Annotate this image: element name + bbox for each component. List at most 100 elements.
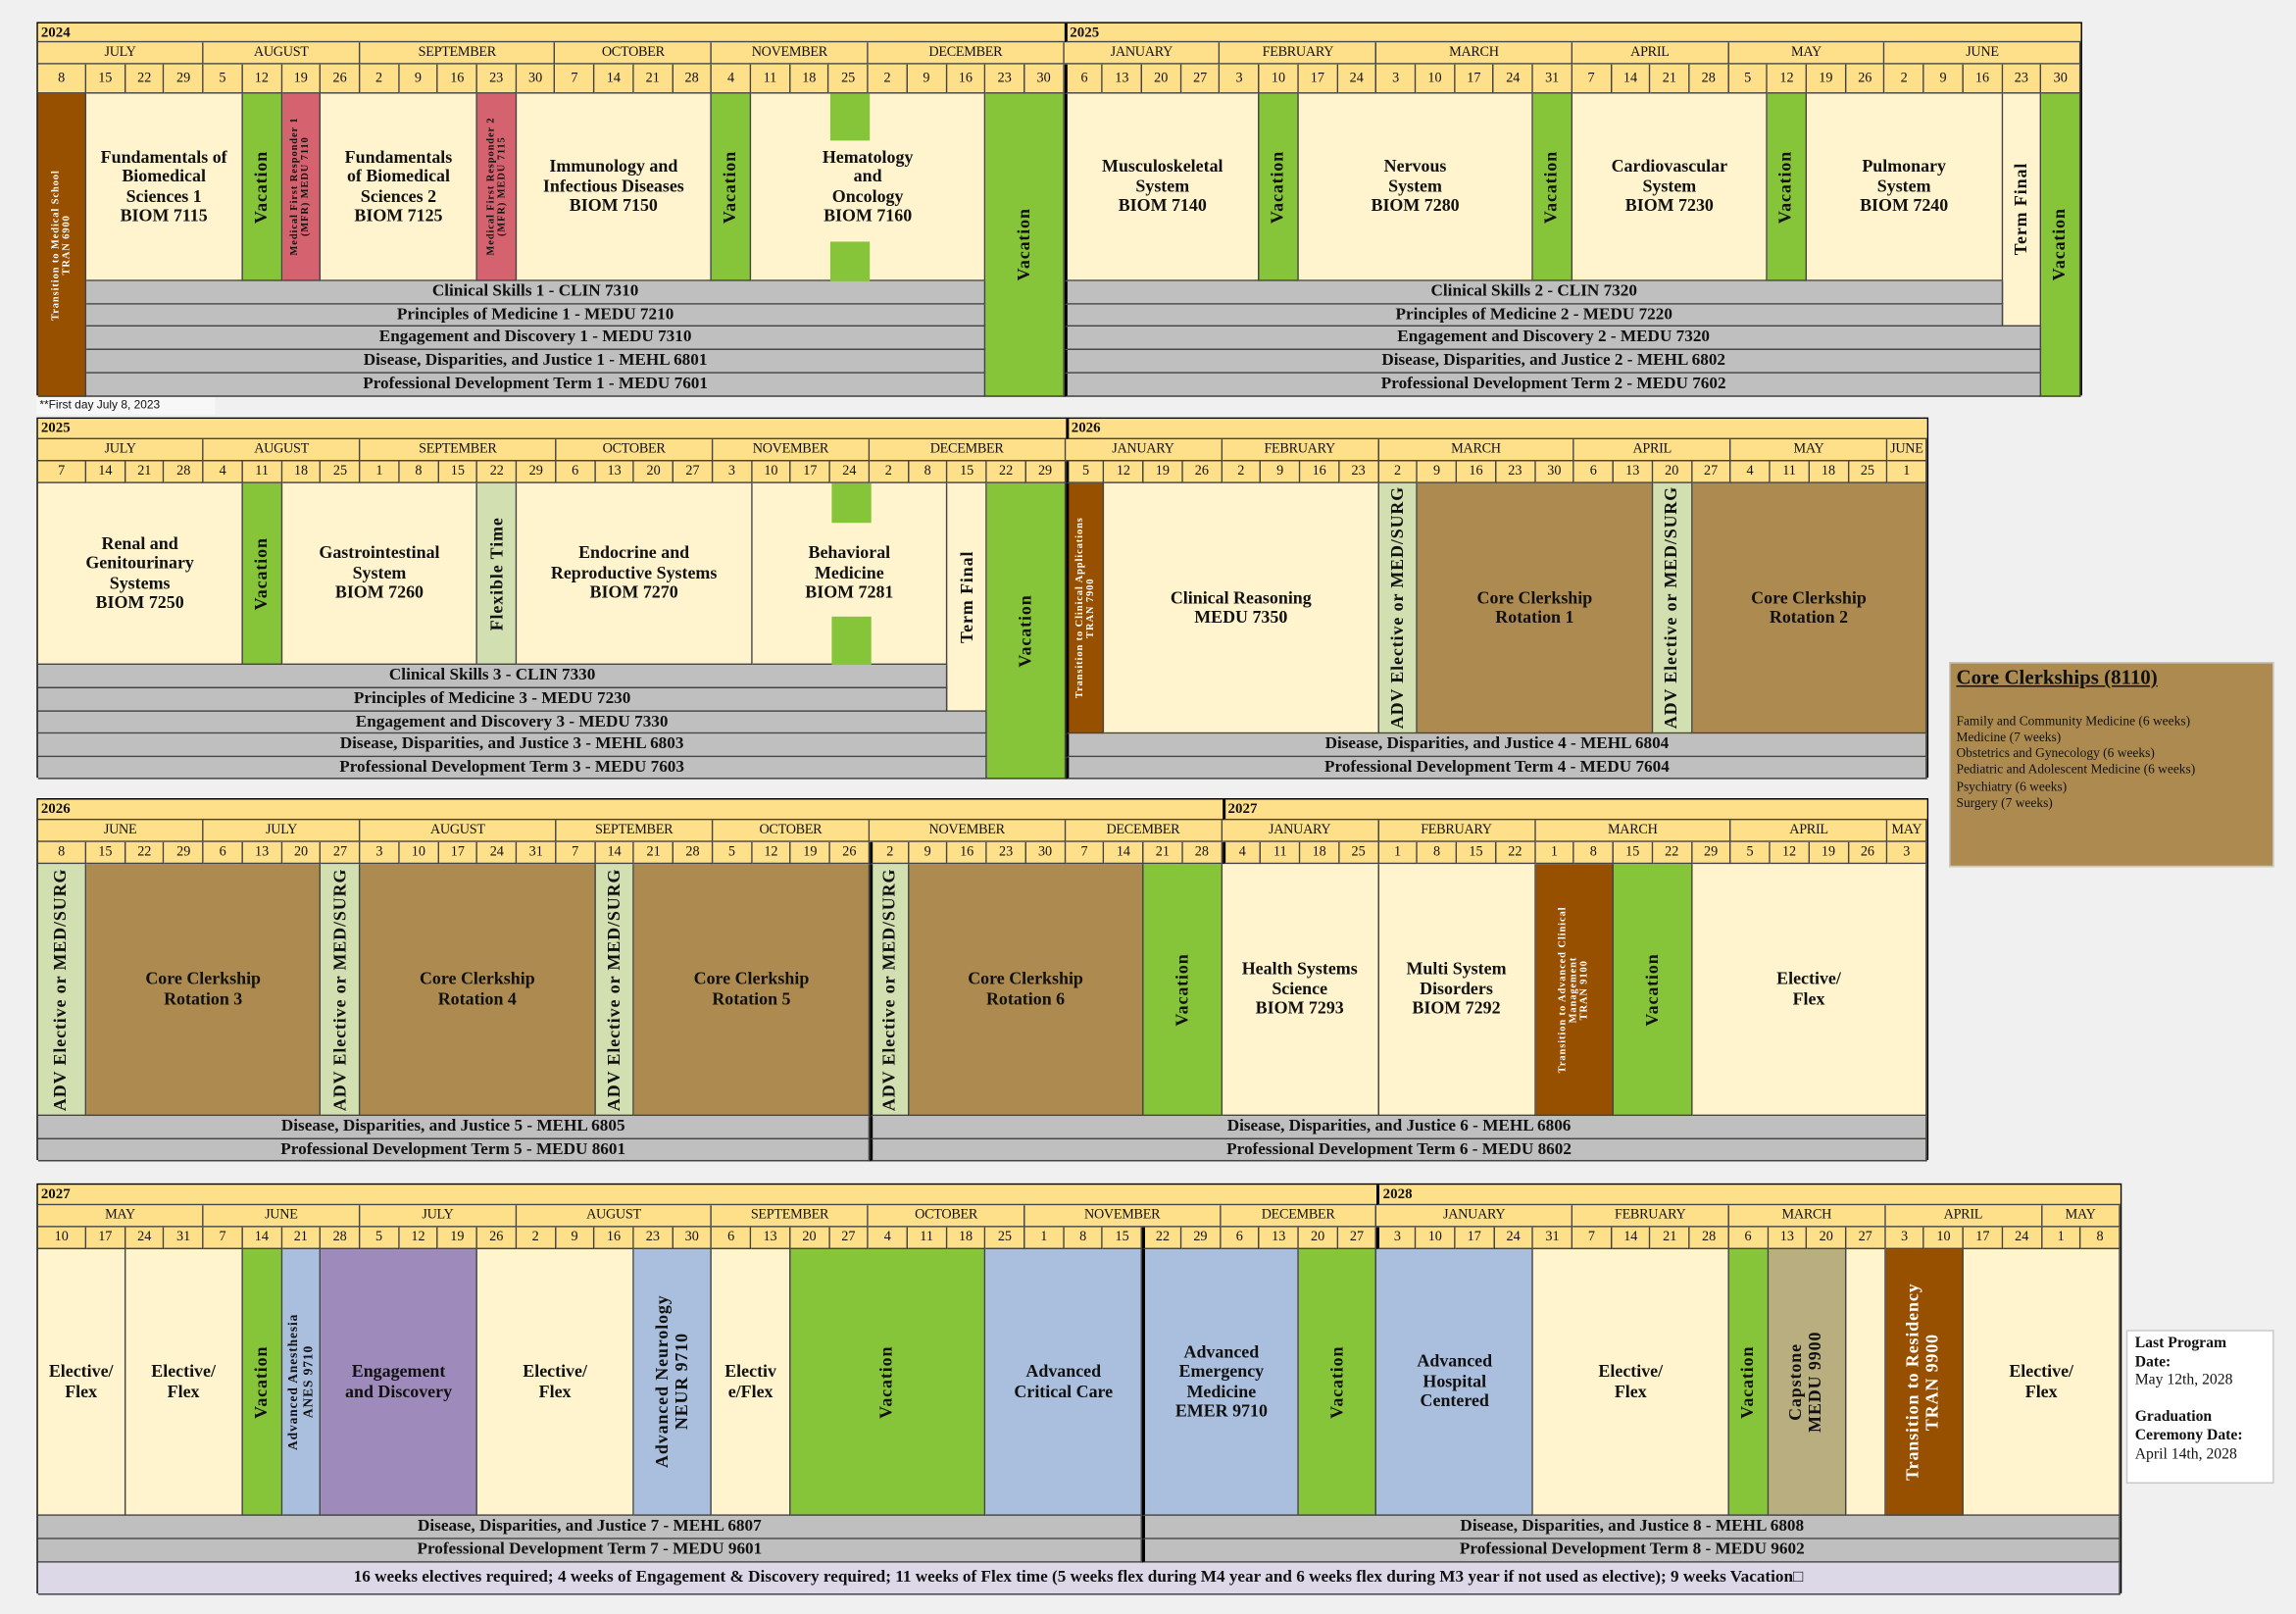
week-date: 8: [908, 461, 948, 483]
week-date-label: 11: [1782, 464, 1796, 479]
course-bar: Professional Development Term 6 - MEDU 8…: [870, 1139, 1927, 1162]
vacation-cell: Vacation: [242, 1249, 282, 1516]
week-date-label: 19: [1821, 844, 1836, 860]
adv-cell-label: ADV Elective or MED/SURG: [1660, 486, 1681, 730]
week-date: 1: [1887, 461, 1927, 483]
week-date-label: 12: [1116, 464, 1131, 479]
month-header-label: JULY: [266, 823, 298, 838]
month-header: JULY: [360, 1205, 517, 1228]
week-date-label: 24: [842, 464, 857, 479]
course-cell-label: Gastrointestinal System BIOM 7260: [319, 542, 440, 603]
week-date: 28: [673, 64, 713, 94]
month-header-label: JUNE: [1890, 442, 1923, 458]
requirements-note: 16 weeks electives required; 4 weeks of …: [37, 1562, 2121, 1595]
month-header: MARCH: [1378, 439, 1575, 462]
week-date-label: 15: [1115, 1230, 1129, 1245]
week-date-label: 12: [1779, 71, 1794, 86]
week-date: 5: [203, 64, 243, 94]
week-date-label: 1: [1040, 1230, 1048, 1245]
week-date-label: 4: [1238, 844, 1246, 860]
week-date: 20: [281, 841, 322, 865]
core-cell-label: Core Clerkship Rotation 6: [968, 968, 1083, 1009]
week-date: 28: [1689, 1227, 1729, 1250]
week-date-label: 24: [1349, 71, 1364, 86]
week-date-label: 28: [1701, 71, 1716, 86]
week-date: 15: [1457, 841, 1497, 865]
year-header-label: 2027: [40, 1185, 71, 1203]
month-header-label: MARCH: [1781, 1208, 1832, 1224]
month-header: JUNE: [1887, 439, 1927, 462]
week-date: 18: [281, 461, 322, 483]
week-date-label: 27: [1858, 1230, 1872, 1245]
week-date: 16: [947, 841, 987, 865]
week-date-label: 28: [685, 844, 700, 860]
month-header-label: APRIL: [1632, 442, 1672, 458]
month-header-label: OCTOBER: [602, 442, 666, 458]
month-header: AUGUST: [203, 439, 361, 462]
month-header: FEBRUARY: [1220, 42, 1377, 65]
course-cell-label: Electiv e/Flex: [724, 1360, 776, 1401]
week-date: 23: [986, 841, 1026, 865]
month-header-label: JANUARY: [1269, 823, 1331, 838]
week-date: 5: [713, 841, 753, 865]
week-date: 7: [1572, 1227, 1613, 1250]
week-date: 5: [1065, 461, 1105, 483]
week-date-label: 21: [137, 464, 152, 479]
week-date: 23: [1496, 461, 1536, 483]
week-date-label: 6: [727, 1230, 735, 1245]
week-date-label: 13: [763, 1230, 777, 1245]
legend-item: Pediatric and Adolescent Medicine (6 wee…: [1956, 762, 2196, 777]
week-date: 9: [1923, 64, 1964, 94]
week-date: 30: [1024, 64, 1065, 94]
week-date: 9: [399, 64, 439, 94]
advanced-cell-label: Advanced Emergency Medicine EMER 9710: [1174, 1340, 1268, 1421]
adv-cell-label: ADV Elective or MED/SURG: [1386, 486, 1407, 730]
month-header-label: DECEMBER: [929, 442, 1004, 458]
week-date-label: 14: [98, 464, 113, 479]
week-date-label: 7: [1080, 844, 1088, 860]
week-date-label: 7: [58, 464, 66, 479]
month-header: JANUARY: [1376, 1205, 1573, 1228]
week-date: 19: [791, 841, 831, 865]
week-date-label: 25: [1860, 464, 1875, 479]
week-date: 22: [986, 461, 1026, 483]
week-date: 3: [1887, 841, 1927, 865]
week-date: 20: [1142, 64, 1181, 94]
month-header: DECEMBER: [1065, 820, 1223, 842]
course-bar: Disease, Disparities, and Justice 3 - ME…: [37, 733, 987, 758]
week-date-label: 8: [1589, 844, 1597, 860]
week-date: 20: [1652, 461, 1692, 483]
week-date: 6: [1574, 461, 1615, 483]
year-header-label: 2024: [40, 24, 71, 41]
month-header: OCTOBER: [869, 1205, 1025, 1228]
week-date: 17: [1455, 64, 1495, 94]
month-header: DECEMBER: [868, 42, 1065, 65]
legend-item: Surgery (7 weeks): [1956, 794, 2053, 810]
week-date: 2: [870, 841, 909, 865]
course-cell: Immunology and Infectious Diseases BIOM …: [516, 93, 713, 281]
week-date: 25: [828, 64, 869, 94]
course-cell-label: Clinical Reasoning MEDU 7350: [1170, 586, 1312, 628]
last-program-label: Last Program Date:: [2134, 1336, 2227, 1371]
month-header: SEPTEMBER: [556, 820, 714, 842]
week-date-label: 15: [1625, 844, 1640, 860]
week-date: 11: [907, 1227, 947, 1250]
week-date-label: 10: [1427, 1230, 1442, 1245]
week-date: 6: [1064, 64, 1104, 94]
week-date: 28: [1689, 64, 1729, 94]
week-date: 6: [556, 461, 596, 483]
week-date: 6: [203, 841, 243, 865]
week-date: 16: [438, 64, 477, 94]
course-cell: Musculoskeletal System BIOM 7140: [1064, 93, 1260, 281]
week-date: 16: [946, 64, 986, 94]
week-date-label: 1: [1550, 844, 1558, 860]
adv-cell-label: ADV Elective or MED/SURG: [878, 868, 900, 1111]
course-bar-label: Engagement and Discovery 1 - MEDU 7310: [378, 328, 692, 346]
course-cell: Endocrine and Reproductive Systems BIOM …: [517, 482, 753, 666]
adv-cell: ADV Elective or MED/SURG: [1652, 482, 1692, 734]
month-header: NOVEMBER: [870, 820, 1066, 842]
year-header: 2027: [1222, 799, 1927, 821]
week-date-label: 9: [1276, 464, 1284, 479]
course-bar-label: Professional Development Term 1 - MEDU 7…: [363, 375, 708, 393]
last-program-value: May 12th, 2028: [2134, 1372, 2233, 1389]
